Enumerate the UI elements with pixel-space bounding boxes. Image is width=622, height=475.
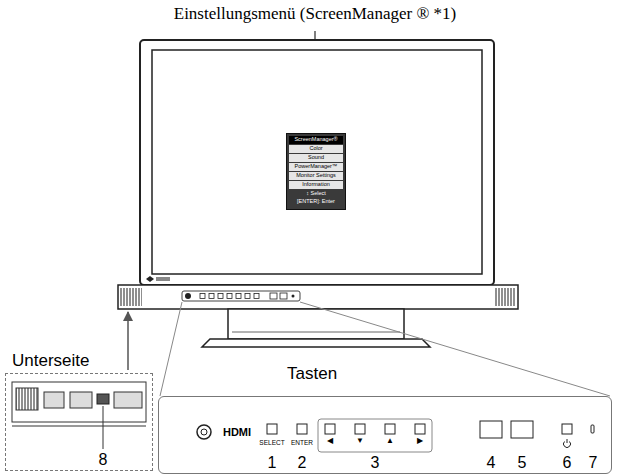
callout-number: 6 (563, 454, 572, 472)
section-heading: Tasten (287, 364, 337, 384)
button-label: ENTER (291, 439, 313, 446)
menu-item: Color (289, 145, 343, 153)
mini-button (218, 294, 223, 299)
port-8 (97, 394, 109, 404)
button-group (318, 419, 432, 452)
button (355, 424, 365, 434)
underside-box: Unterseite (5, 373, 153, 471)
mini-button (270, 293, 277, 299)
monitor-screen (152, 50, 482, 274)
menu-item: Sound (289, 154, 343, 162)
button (480, 421, 502, 438)
control-strip (182, 291, 300, 301)
callout-number: 1 (268, 454, 277, 472)
callout-number: 7 (589, 454, 598, 472)
arrow-label: ▲ (386, 437, 394, 446)
button (385, 424, 395, 434)
menu-item: PowerManager™ (289, 163, 343, 171)
mini-button (236, 294, 241, 299)
callout-number: 3 (371, 454, 380, 472)
mini-jack (185, 293, 191, 299)
power-button (562, 424, 572, 434)
menu-item: ↕ Select (289, 190, 343, 198)
button (325, 424, 335, 434)
logo-mark (146, 276, 154, 282)
figure-heading: Einstellungsmenü (ScreenManager ® *1) (174, 5, 456, 24)
menu-title: ScreenManager® (289, 136, 343, 144)
speaker-grill (494, 288, 516, 306)
button (511, 421, 533, 438)
button (297, 424, 307, 434)
power-led (591, 425, 594, 433)
underside-grill (16, 388, 38, 410)
port-label: HDMI (223, 426, 251, 438)
mini-button (254, 294, 259, 299)
zoom-line (160, 302, 182, 396)
port (44, 392, 64, 408)
stand-base (202, 339, 430, 347)
arrow-label: ▶ (417, 437, 423, 446)
logo (156, 277, 170, 281)
callout-number: 2 (298, 454, 307, 472)
section-heading: Unterseite (12, 351, 89, 371)
menu-item: Monitor Settings (289, 172, 343, 180)
mini-button (209, 294, 214, 299)
zoom-line (300, 302, 610, 396)
port (114, 392, 142, 408)
callout-number: 5 (518, 454, 527, 472)
button (415, 424, 425, 434)
headphone-jack (197, 425, 211, 439)
headphone-jack (201, 429, 207, 435)
callout-number: 4 (487, 454, 496, 472)
underside-edge (12, 426, 146, 427)
mini-button (200, 294, 205, 299)
speaker-bar (118, 285, 518, 309)
arrow-label: ▼ (356, 437, 364, 446)
menu-item: [ENTER]: Enter (289, 198, 343, 206)
underside-arrow (127, 312, 129, 370)
power-symbol (567, 439, 568, 443)
arrow-label: ◀ (327, 437, 333, 446)
leader-line (103, 406, 104, 449)
mini-button (280, 293, 287, 299)
mini-buttons (185, 293, 295, 299)
port (70, 392, 92, 408)
menu-item: Information (289, 181, 343, 189)
mini-button (227, 294, 232, 299)
stand-neck (228, 309, 404, 339)
menu-box: ScreenManager®ColorSoundPowerManager™Mon… (286, 133, 346, 210)
callout-number: 8 (99, 451, 108, 469)
button-label: SELECT (259, 439, 284, 446)
stand-detail (232, 332, 400, 333)
monitor-bezel (140, 40, 494, 285)
underside-body (12, 382, 146, 422)
button (267, 424, 277, 434)
mini-led (292, 295, 295, 298)
speaker-grill (120, 288, 142, 306)
mini-button (245, 294, 250, 299)
